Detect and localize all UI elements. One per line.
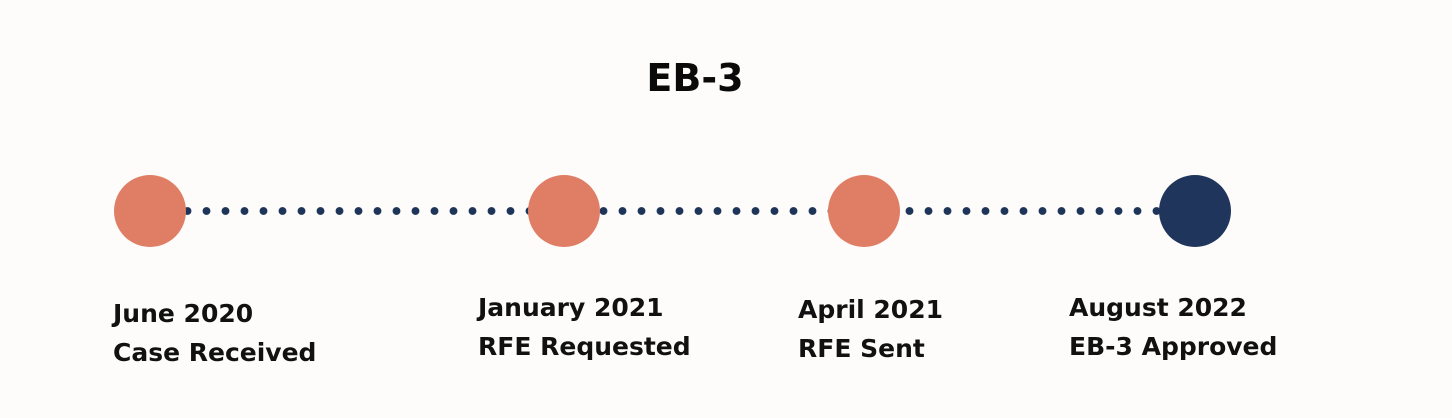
milestone-node-2 [528,175,600,247]
milestone-event: EB-3 Approved [1069,332,1278,361]
milestone-node-4 [1159,175,1231,247]
milestone-date: August 2022 [1069,293,1247,322]
connector-3 [900,207,1162,215]
milestone-label-1: June 2020 Case Received [113,294,316,372]
connector-2 [594,207,836,215]
milestone-label-4: August 2022 EB-3 Approved [1069,288,1277,366]
milestone-node-1 [114,175,186,247]
connector-1 [178,207,536,215]
milestone-date: January 2021 [478,293,664,322]
milestone-label-2: January 2021 RFE Requested [478,288,691,366]
milestone-node-3 [828,175,900,247]
milestone-event: Case Received [113,338,317,367]
milestone-date: April 2021 [798,295,943,324]
milestone-event: RFE Sent [798,334,925,363]
milestone-event: RFE Requested [478,332,691,361]
timeline-title: EB-3 [646,56,744,100]
milestone-date: June 2020 [113,299,254,328]
milestone-label-3: April 2021 RFE Sent [798,290,943,368]
